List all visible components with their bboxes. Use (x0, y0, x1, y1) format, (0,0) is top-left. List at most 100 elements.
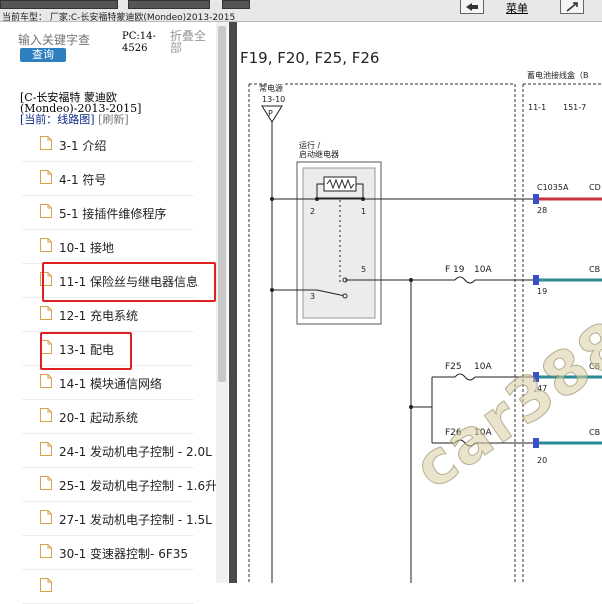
expand-button[interactable] (560, 0, 584, 14)
vehicle-model-line: [C-长安福特 蒙迪欧 (20, 91, 117, 104)
wire-cut-label: CB (589, 428, 600, 437)
connector-label: C1035A (537, 183, 569, 192)
scrollbar-thumb[interactable] (218, 26, 226, 382)
document-icon (40, 238, 52, 252)
switch-arm (316, 289, 346, 297)
arrow-icon (466, 2, 478, 11)
top-toolbar: 当前车型： 厂家:C-长安福特蒙迪欧(Mondeo)2013-2015 菜单 (0, 0, 602, 23)
document-icon (40, 408, 52, 422)
switch-contact (342, 293, 348, 299)
fuse-rating: 10A (474, 362, 492, 372)
tree-item-label: 13-1 配电 (59, 343, 115, 357)
junction-dot (361, 197, 365, 201)
tree-item-label: 10-1 接地 (59, 241, 115, 255)
collapse-all-link[interactable]: 折叠全部 (170, 29, 207, 55)
junction-box-border (522, 83, 602, 583)
document-icon (40, 374, 52, 388)
wire-cut-label: CD (589, 183, 601, 192)
document-icon (40, 476, 52, 490)
fuse-label: F 19 (445, 265, 465, 275)
document-icon (40, 578, 52, 592)
wiring-diagram: F19, F20, F25, F26 常电源 13-10 P 运行 / 启动继电… (240, 49, 602, 583)
fuse-rating: 10A (474, 265, 492, 275)
relay-pin: 5 (361, 265, 366, 274)
tree-item[interactable]: 5-1 接插件维修程序 (22, 196, 194, 230)
toolbar-button[interactable] (128, 0, 210, 9)
junction-dot (315, 197, 319, 201)
tree-item-label: 25-1 发动机电子控制 - 1.6升 (59, 479, 218, 493)
tree-item-label: 24-1 发动机电子控制 - 2.0L (59, 445, 212, 459)
battery-pin-label: 13-10 (262, 95, 285, 104)
document-icon (40, 442, 52, 456)
toolbar-button[interactable] (222, 0, 250, 9)
relay-coil-wire (316, 183, 364, 199)
jb-pin-label: 11-1 (528, 103, 546, 112)
relay-pin: 1 (361, 207, 366, 216)
tree-item[interactable]: 4-1 符号 (22, 162, 194, 196)
menu-link[interactable]: 菜单 (506, 2, 528, 15)
panel-splitter[interactable] (229, 22, 237, 583)
tree-item-label: 30-1 变速器控制- 6F35 (59, 547, 189, 561)
fuse-symbol (454, 439, 476, 447)
tree-item[interactable]: 14-1 模块通信网络 (22, 366, 194, 400)
battery-terminal (261, 105, 283, 123)
sidebar: 查询 PC:14-4526 折叠全部 [C-长安福特 蒙迪欧 (Mondeo)-… (0, 22, 228, 604)
tree-item[interactable]: 20-1 起动系统 (22, 400, 194, 434)
tree-item[interactable] (22, 570, 194, 604)
battery-label: 常电源 (259, 83, 283, 93)
tree-item[interactable]: 24-1 发动机电子控制 - 2.0L (22, 434, 212, 468)
relay-label: 启动继电器 (299, 149, 339, 159)
connector-marker (533, 372, 539, 382)
fuse-label: F25 (445, 362, 462, 372)
refresh-link[interactable]: [刷新] (98, 113, 129, 126)
tree-item-label: 11-1 保险丝与继电器信息 (59, 275, 199, 289)
tree-item[interactable]: 10-1 接地 (22, 230, 194, 264)
document-icon (40, 170, 52, 184)
tree-item[interactable]: 30-1 变速器控制- 6F35 (22, 536, 194, 570)
relay-label: 运行 / (299, 140, 321, 150)
vehicle-model-line: (Mondeo)-2013-2015] (20, 102, 142, 115)
battery-letter: P (268, 109, 273, 118)
jb-pin-label: 151-7 (563, 103, 586, 112)
fuse-label: F26 (445, 428, 462, 438)
fuse-symbol (454, 373, 476, 381)
document-icon (40, 136, 52, 150)
connector-pin: 47 (537, 384, 547, 393)
toolbar-button[interactable] (0, 0, 118, 9)
wiring-diagram-panel: F19, F20, F25, F26 常电源 13-10 P 运行 / 启动继电… (229, 22, 602, 583)
sidebar-scrollbar[interactable] (216, 22, 228, 583)
highlight-box (40, 332, 132, 370)
breadcrumb: [C-长安福特 蒙迪欧 (Mondeo)-2013-2015] [当前：线路图]… (20, 92, 220, 125)
connector-pin: 28 (537, 206, 547, 215)
current-view-label: [当前：线路图] (20, 113, 95, 126)
fuse-rating: 10A (474, 428, 492, 438)
tree-item[interactable]: 3-1 介绍 (22, 128, 194, 162)
back-button[interactable] (460, 0, 484, 14)
junction-box-label: 蓄电池接线盒（B (527, 70, 589, 80)
tree-item[interactable]: 12-1 充电系统 (22, 298, 194, 332)
connector-pin: 19 (537, 287, 547, 296)
fuse-symbol (454, 276, 476, 284)
relay-pin: 2 (310, 207, 315, 216)
wire-cut-label: CB (589, 362, 600, 371)
tree-item-label: 20-1 起动系统 (59, 411, 139, 425)
tree-item-label: 27-1 发动机电子控制 - 1.5L (59, 513, 212, 527)
junction-dot (270, 288, 274, 292)
search-input[interactable] (18, 32, 118, 48)
pc-code: PC:14-4526 (122, 31, 156, 54)
connector-marker (533, 194, 539, 204)
tree-item-label: 14-1 模块通信网络 (59, 377, 163, 391)
document-icon (40, 204, 52, 218)
search-button[interactable]: 查询 (20, 48, 66, 62)
relay-coil-zigzag (326, 178, 355, 190)
tree-item-label: 3-1 介绍 (59, 139, 107, 153)
junction-dot (409, 405, 413, 409)
document-icon (40, 306, 52, 320)
wire-cut-label: CB (589, 265, 600, 274)
highlight-box (42, 262, 216, 302)
tree-item[interactable]: 27-1 发动机电子控制 - 1.5L (22, 502, 212, 536)
diagram-title: F19, F20, F25, F26 (240, 49, 379, 67)
tree-item-label: 4-1 符号 (59, 173, 107, 187)
tree-item[interactable]: 25-1 发动机电子控制 - 1.6升 (22, 468, 217, 502)
connector-marker (533, 275, 539, 285)
